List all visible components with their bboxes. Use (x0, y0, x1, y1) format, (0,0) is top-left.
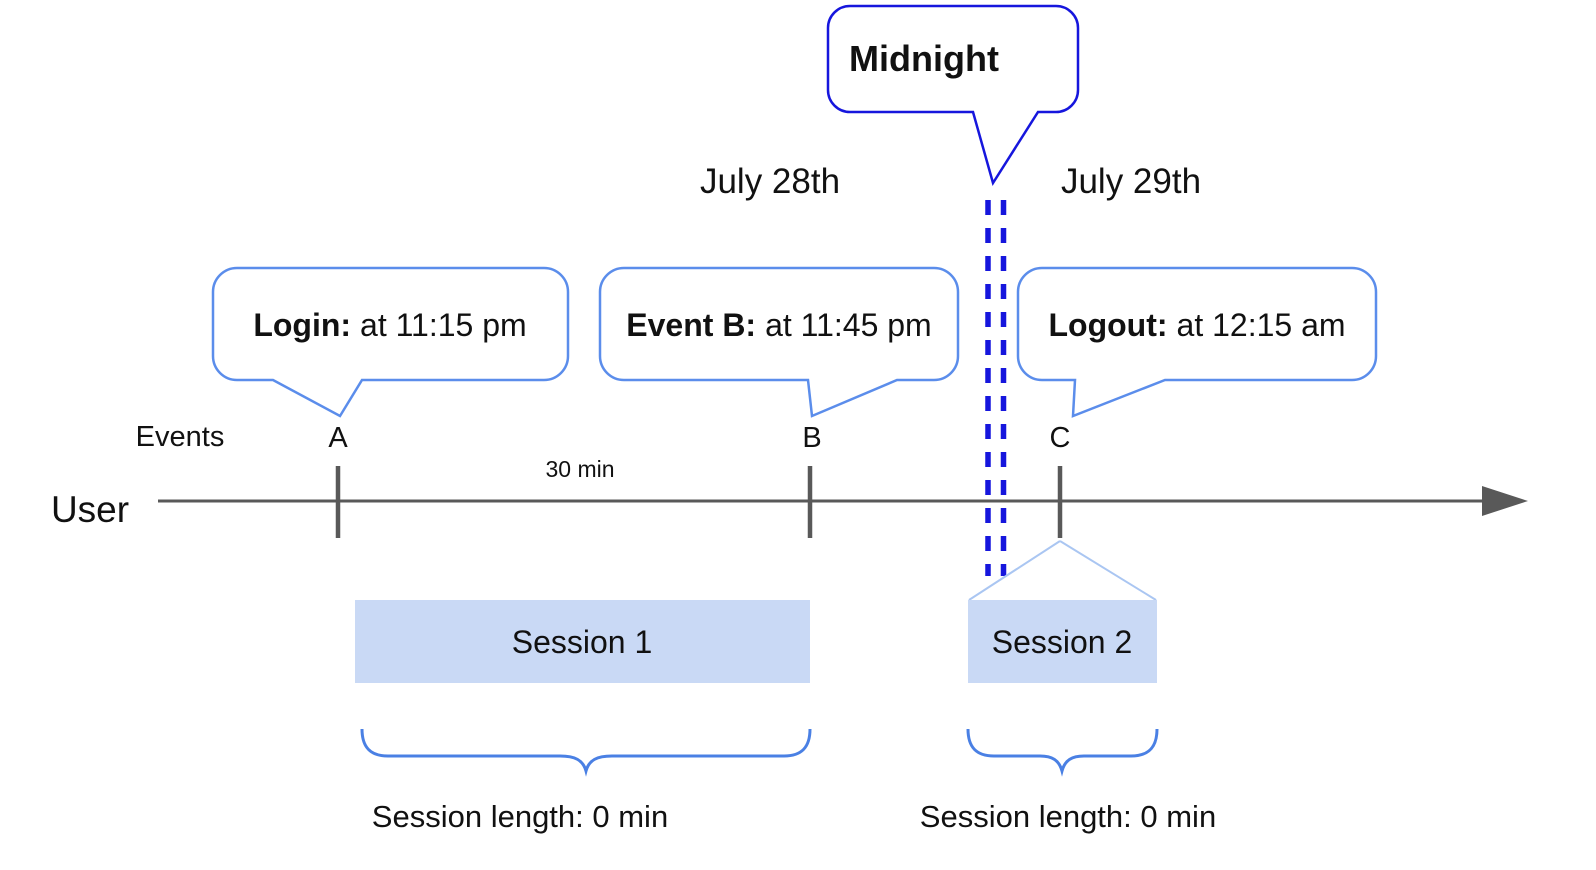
login-label: Login: (253, 307, 351, 343)
session2-funnel-line-left (968, 540, 1061, 601)
session2-brace (966, 728, 1159, 777)
login-time: at 11:15 pm (360, 307, 527, 343)
event-b-callout-text: Event B:at 11:45 pm (626, 307, 931, 343)
event-marker-c: C (1050, 422, 1071, 454)
session1-bar (355, 600, 810, 683)
event-marker-a: A (328, 422, 348, 454)
midnight-label: Midnight (849, 38, 999, 79)
event-b-time: at 11:45 pm (765, 307, 932, 343)
interval-label: 30 min (545, 456, 614, 482)
session1-brace (360, 728, 812, 777)
midnight-callout-bubble (826, 4, 1080, 187)
login-callout-bubble (211, 266, 570, 418)
date-label-july-28: July 28th (700, 162, 840, 201)
events-row-label: Events (136, 421, 225, 453)
session2-funnel-line-right (1059, 540, 1157, 601)
event-marker-b: B (802, 422, 821, 454)
session1-length-label: Session length: 0 min (372, 799, 668, 834)
login-callout-text: Login:at 11:15 pm (253, 307, 526, 343)
logout-callout-text: Logout: at 12:15 am (1048, 307, 1345, 343)
user-axis-label: User (51, 489, 129, 530)
event-b-label: Event B: (626, 307, 756, 343)
session2-bar (968, 600, 1157, 683)
logout-label: Logout: (1048, 307, 1167, 343)
event-b-callout-bubble (598, 266, 960, 418)
session2-label: Session 2 (992, 624, 1133, 660)
logout-time: at 12:15 am (1177, 307, 1346, 343)
date-label-july-29: July 29th (1061, 162, 1201, 201)
session1-label: Session 1 (512, 624, 653, 660)
logout-callout-bubble (1016, 266, 1378, 418)
session2-length-label: Session length: 0 min (920, 799, 1216, 834)
timeline-arrowhead-icon (1482, 486, 1528, 516)
